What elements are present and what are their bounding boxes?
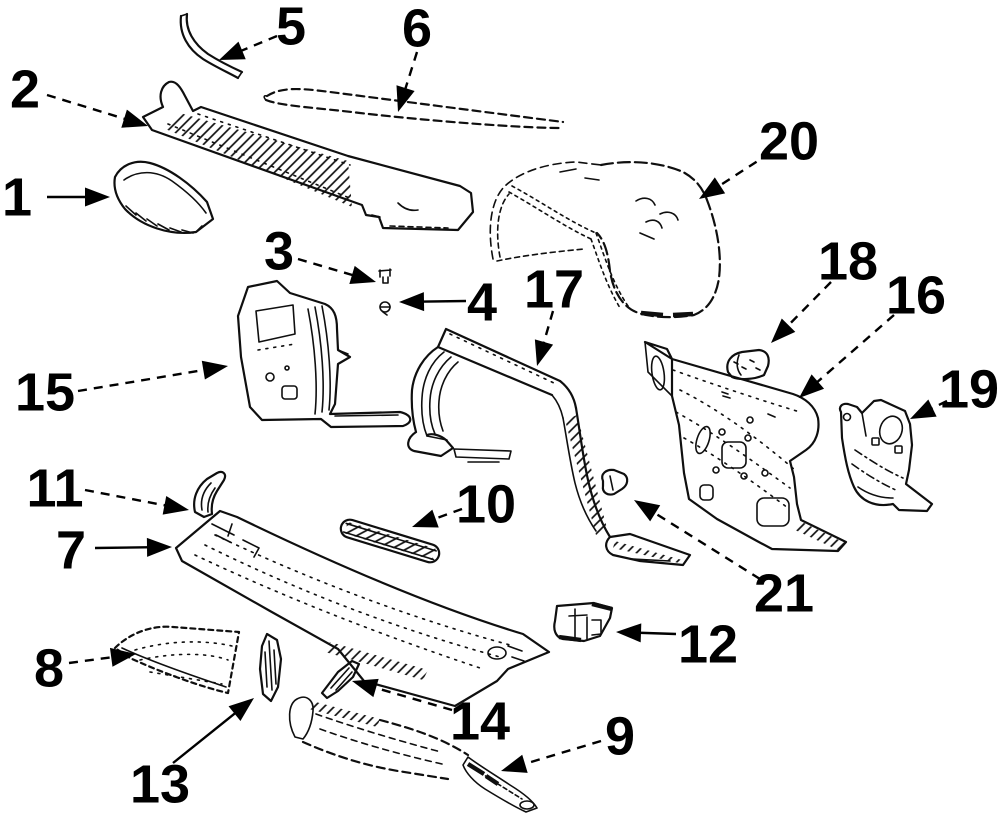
- callout-21-arrowhead-icon: [634, 500, 661, 522]
- part-5-drawing: [179, 12, 244, 80]
- callout-16-leader-line: [811, 314, 895, 388]
- part-10-drawing: [339, 518, 441, 564]
- callout-19-label: 19: [939, 359, 999, 419]
- callout-3-label: 3: [264, 221, 294, 281]
- callout-7-label: 7: [56, 520, 86, 580]
- callout-3-leader-line: [297, 257, 360, 279]
- part-4-drawing: [379, 301, 391, 316]
- part-20-drawing: [489, 161, 721, 319]
- part-2-drawing: [141, 80, 475, 232]
- part-1-drawing: [113, 160, 215, 234]
- callout-4-leader-line: [416, 299, 467, 303]
- callout-9-arrowhead-icon: [501, 754, 528, 773]
- callout-21-label: 21: [754, 563, 814, 623]
- part-15-drawing: [236, 279, 412, 429]
- callout-6-leader-line: [402, 51, 419, 96]
- part-14-drawing: [320, 659, 361, 700]
- callout-15-arrowhead-icon: [201, 360, 228, 380]
- part-11-drawing: [193, 470, 227, 519]
- callout-14-leader-line: [368, 684, 453, 712]
- callout-11-arrowhead-icon: [162, 495, 189, 515]
- callout-8-label: 8: [34, 638, 64, 698]
- callout-2-arrowhead-icon: [121, 109, 148, 128]
- part-9-drawing: [288, 696, 538, 813]
- callout-9-label: 9: [605, 706, 635, 766]
- callout-12-label: 12: [678, 614, 738, 674]
- callout-19-arrowhead-icon: [910, 399, 937, 419]
- callout-2-label: 2: [10, 59, 40, 119]
- callout-12-arrowhead-icon: [616, 623, 642, 643]
- callout-14-arrowhead-icon: [352, 678, 379, 698]
- callout-4-arrowhead-icon: [399, 292, 425, 312]
- callout-5-leader-line: [235, 34, 278, 55]
- part-6-drawing: [263, 87, 565, 130]
- callout-1-label: 1: [2, 167, 32, 227]
- callout-1-arrowhead-icon: [85, 187, 110, 207]
- callout-13-arrowhead-icon: [228, 698, 254, 722]
- callout-16-label: 16: [886, 265, 946, 325]
- callout-21-leader-line: [648, 508, 761, 581]
- callout-20-arrowhead-icon: [699, 177, 726, 199]
- callout-3-arrowhead-icon: [349, 265, 376, 285]
- callout-18-arrowhead-icon: [771, 318, 796, 343]
- callout-11-leader-line: [84, 488, 172, 508]
- part-7-drawing: [174, 509, 551, 708]
- callout-18-label: 18: [818, 231, 878, 291]
- part-3-drawing: [378, 268, 392, 284]
- parts-drawings: [113, 12, 934, 813]
- callout-13-label: 13: [130, 754, 190, 814]
- callout-9-leader-line: [517, 739, 602, 767]
- callout-17-label: 17: [524, 259, 584, 319]
- callout-11-label: 11: [26, 458, 83, 518]
- callout-5-arrowhead-icon: [219, 41, 246, 60]
- part-18-drawing: [726, 348, 770, 381]
- callout-15-leader-line: [77, 367, 211, 393]
- callout-20-label: 20: [759, 111, 819, 171]
- part-21-drawing: [601, 468, 629, 496]
- part-12-drawing: [553, 601, 614, 643]
- part-19-drawing: [838, 398, 934, 513]
- callout-10-leader-line: [428, 507, 463, 523]
- callout-6-arrowhead-icon: [396, 85, 415, 112]
- callout-17-arrowhead-icon: [534, 339, 554, 366]
- callout-6-label: 6: [402, 0, 432, 58]
- callout-18-leader-line: [782, 281, 832, 332]
- callout-7-leader-line: [94, 546, 155, 550]
- part-17-drawing: [407, 327, 692, 567]
- callout-10-arrowhead-icon: [412, 509, 439, 528]
- callout-12-leader-line: [633, 631, 677, 636]
- callout-8-arrowhead-icon: [109, 647, 136, 667]
- callout-13-leader-line: [172, 708, 241, 764]
- callout-16-arrowhead-icon: [799, 374, 825, 398]
- callout-15-label: 15: [15, 362, 75, 422]
- part-16-drawing: [643, 340, 848, 553]
- callout-7-arrowhead-icon: [146, 537, 172, 557]
- callout-5-label: 5: [276, 0, 306, 56]
- callout-2-leader-line: [46, 93, 132, 122]
- callout-14-label: 14: [450, 691, 510, 751]
- callout-20-leader-line: [713, 151, 771, 191]
- part-8-drawing: [113, 625, 241, 695]
- callout-10-label: 10: [456, 474, 516, 534]
- part-13-drawing: [258, 632, 283, 703]
- callout-8-leader-line: [68, 655, 119, 665]
- callout-4-label: 4: [467, 272, 497, 332]
